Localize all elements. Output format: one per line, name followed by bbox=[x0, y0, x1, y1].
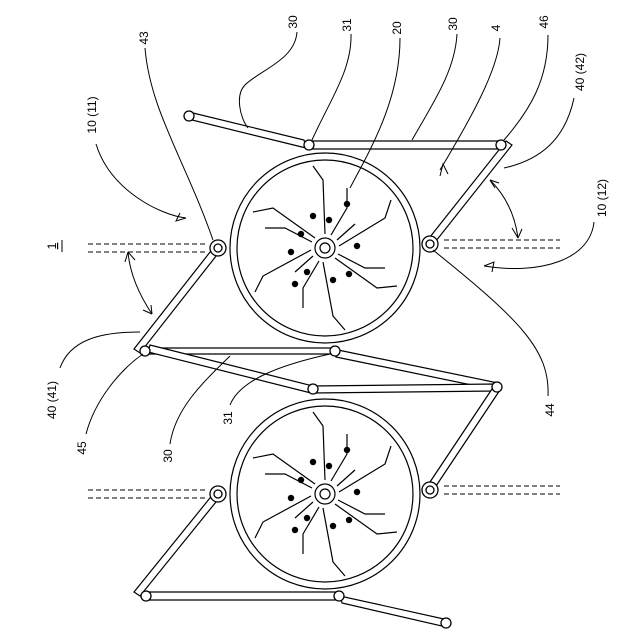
upper-wheel bbox=[230, 153, 420, 343]
lower-wheel bbox=[230, 399, 420, 589]
label-40-42: 40 (42) bbox=[573, 53, 587, 91]
label-30-bottom: 30 bbox=[161, 449, 175, 463]
label-10-11: 10 (11) bbox=[85, 96, 99, 133]
label-30-top-a: 30 bbox=[286, 15, 300, 29]
label-45: 45 bbox=[75, 441, 89, 455]
label-43: 43 bbox=[137, 31, 151, 45]
label-20: 20 bbox=[390, 21, 404, 35]
label-10-12: 10 (12) bbox=[595, 179, 609, 217]
reference-labels: 30 31 20 30 4 46 43 10 (11) 40 (42) 10 (… bbox=[45, 15, 609, 463]
label-40-41: 40 (41) bbox=[45, 381, 59, 419]
reference-numeral-main: 1 bbox=[45, 242, 59, 249]
label-31-bottom: 31 bbox=[221, 411, 235, 425]
label-30-top-b: 30 bbox=[446, 17, 460, 31]
label-4: 4 bbox=[489, 24, 503, 31]
label-46: 46 bbox=[537, 15, 551, 29]
label-44: 44 bbox=[543, 403, 557, 417]
label-31-top: 31 bbox=[340, 18, 354, 32]
